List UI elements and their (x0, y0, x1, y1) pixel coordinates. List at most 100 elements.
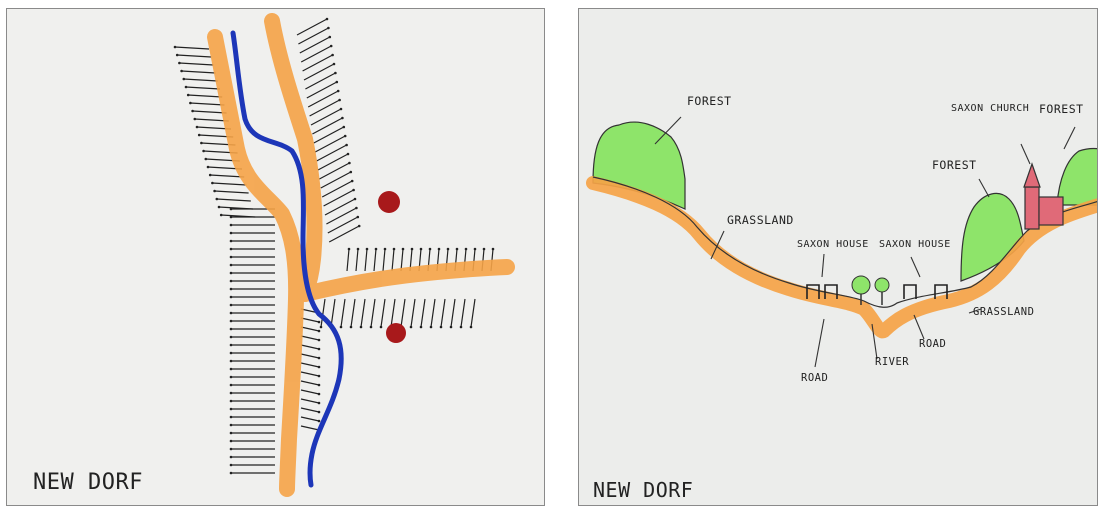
hachure-dot (355, 207, 358, 210)
hachure-dot (483, 248, 486, 251)
label-grassland-right: GRASSLAND (973, 306, 1034, 318)
hachure-dot (351, 180, 354, 183)
hachure-dot (230, 232, 233, 235)
plan-caption: NEW DORF (33, 470, 143, 495)
hachure-dot (230, 416, 233, 419)
hachure-mark (301, 345, 319, 349)
hachure-dot (336, 81, 339, 84)
hachure-dot (230, 288, 233, 291)
hachure-dot (338, 99, 341, 102)
hachure-dot (411, 248, 414, 251)
hachure-mark (188, 95, 222, 97)
hachure-dot (207, 166, 210, 169)
road-west (215, 37, 296, 489)
hachure-dot (492, 248, 495, 251)
hachure-dot (380, 326, 383, 329)
hachure-mark (401, 299, 405, 327)
hachure-dot (340, 108, 343, 111)
hachure-mark (179, 63, 213, 65)
hachure-dot (318, 339, 321, 342)
hachure-mark (301, 399, 319, 403)
hachure-mark (471, 299, 475, 327)
hachure-dot (209, 174, 212, 177)
hachure-dot (230, 392, 233, 395)
hachure-mark (310, 100, 340, 116)
hachure-dot (230, 344, 233, 347)
hachure-dot (320, 326, 323, 329)
hachure-dot (230, 240, 233, 243)
hachure-mark (324, 190, 354, 206)
hachure-dot (230, 328, 233, 331)
hachure-dot (183, 78, 186, 81)
hachure-dot (366, 248, 369, 251)
hachure-mark (301, 336, 319, 340)
label-forest-left: FOREST (687, 94, 732, 108)
hachure-dot (318, 384, 321, 387)
hachure-dot (447, 248, 450, 251)
hachure-mark (311, 109, 341, 125)
hachure-dot (456, 248, 459, 251)
hachure-dot (196, 126, 199, 129)
hachure-mark (298, 28, 328, 44)
hachure-mark (392, 249, 394, 271)
hachure-dot (460, 326, 463, 329)
hachure-dot (230, 384, 233, 387)
hachure-mark (329, 226, 359, 242)
hachure-dot (189, 102, 192, 105)
hachure-dot (230, 432, 233, 435)
hachure-dot (230, 376, 233, 379)
hachure-dot (205, 158, 208, 161)
hachure-dot (360, 326, 363, 329)
hachure-dot (344, 135, 347, 138)
hachure-mark (461, 299, 465, 327)
hachure-dot (187, 94, 190, 97)
hachure-dot (343, 126, 346, 129)
hachure-dot (230, 456, 233, 459)
hachure-dot (354, 198, 357, 201)
hachure-dot (230, 248, 233, 251)
hachure-dot (402, 248, 405, 251)
hachure-mark (421, 299, 425, 327)
hachure-mark (371, 299, 375, 327)
hachure-dot (327, 27, 330, 30)
hachure-mark (301, 363, 319, 367)
plan-view-panel: NEW DORF (6, 8, 545, 506)
church-icon (1024, 164, 1063, 229)
hachure-dot (348, 248, 351, 251)
hachure-mark (301, 417, 319, 421)
hachure-mark (177, 55, 211, 57)
hachure-mark (301, 390, 319, 394)
hachure-dot (375, 248, 378, 251)
hachure-mark (304, 64, 334, 80)
label-saxon-church: SAXON CHURCH (951, 103, 1029, 114)
hachure-dot (230, 264, 233, 267)
hachure-dot (440, 326, 443, 329)
hachure-dot (176, 54, 179, 57)
settlement-dot (386, 323, 406, 343)
hachure-dot (358, 225, 361, 228)
label-forest-right: FOREST (1039, 102, 1084, 116)
hachure-mark (381, 299, 385, 327)
hachure-mark (347, 249, 349, 271)
house-icon (904, 285, 916, 299)
hachure-mark (391, 299, 395, 327)
hachure-mark (186, 87, 220, 89)
hachure-dot (340, 326, 343, 329)
label-forest-mid: FOREST (932, 158, 977, 172)
hachure-dot (200, 142, 203, 145)
hachure-mark (212, 183, 246, 185)
hachure-dot (230, 312, 233, 315)
hachure-dot (178, 62, 181, 65)
hachure-dot (318, 375, 321, 378)
hachure-mark (325, 199, 355, 215)
hachure-dot (318, 402, 321, 405)
hachure-dot (334, 72, 337, 75)
hachure-dot (318, 393, 321, 396)
hachure-dot (230, 448, 233, 451)
hachure-dot (341, 117, 344, 120)
hachure-mark (190, 103, 224, 105)
hachure-dot (384, 248, 387, 251)
hachure-dot (345, 144, 348, 147)
hachure-dot (357, 216, 360, 219)
hachure-dot (318, 321, 321, 324)
